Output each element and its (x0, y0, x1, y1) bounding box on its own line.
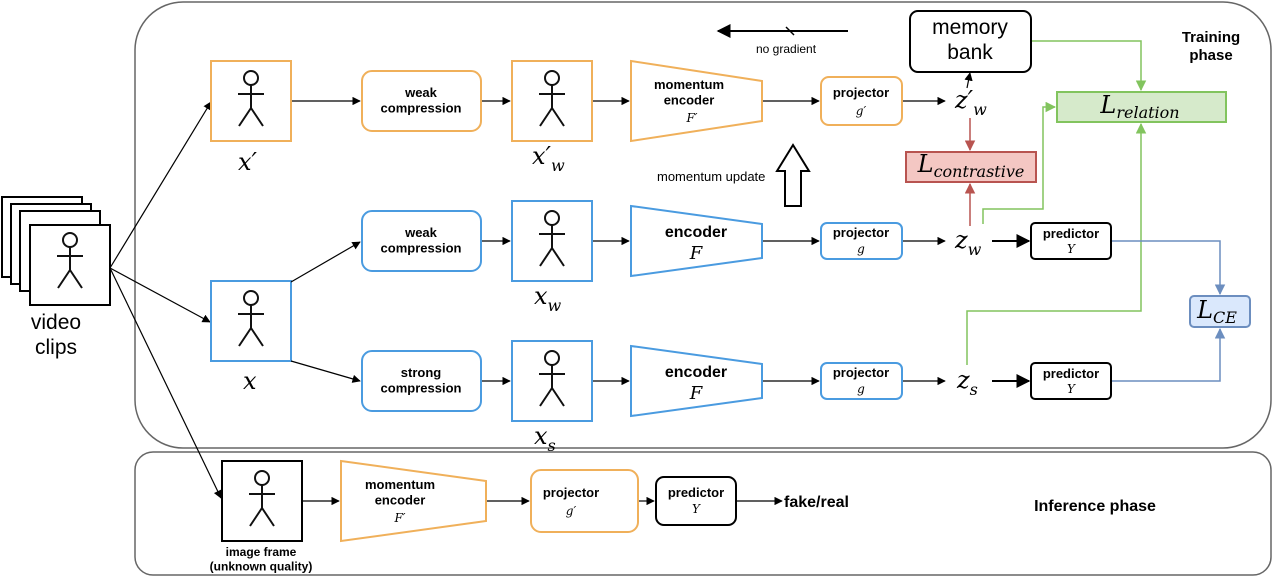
x-s-label: xs (534, 422, 556, 455)
ce-loss-box (1189, 295, 1251, 328)
momentum-encoder-shape (630, 59, 763, 143)
predictor-box-strong (1030, 362, 1112, 400)
z-s-label: zs (956, 366, 978, 399)
arrow-z-s-to-relation (966, 122, 1147, 365)
encoder-symbol-strong: F (689, 383, 704, 404)
encoder-symbol-weak: F (689, 243, 704, 264)
x-w-prime-frame (511, 60, 593, 142)
weak-compression-box (361, 210, 482, 272)
projector-symbol-strong: g (857, 382, 865, 396)
arrow-clips-to-x (109, 267, 211, 323)
projector-box-weak (820, 222, 903, 260)
training-phase-panel (134, 1, 1272, 449)
x-w-prime-label: x′w (532, 142, 565, 175)
inference-predictor-label: predictor (668, 485, 724, 500)
z-w-label: zw (954, 226, 982, 259)
arrow-z-w-prime-to-memory-bank (964, 72, 973, 89)
predictor-symbol-weak: Y (1067, 242, 1076, 256)
strong-compression-box (361, 350, 482, 412)
momentum-encoder-symbol: F′ (685, 111, 697, 125)
weak-compression-box-momentum (361, 70, 482, 132)
stacked-frames-icon (1, 196, 111, 306)
predictor-symbol-strong: Y (1067, 382, 1076, 396)
predictor-label-strong: predictor (1043, 366, 1099, 381)
hollow-up-arrow-icon (775, 143, 811, 207)
arrow-x-to-weak (290, 241, 361, 283)
arrow-x-to-strong (290, 360, 361, 383)
inference-projector-box (530, 469, 639, 533)
no-gradient-slash (785, 26, 795, 36)
projector-box-strong (820, 362, 903, 400)
x-w-label: xw (534, 282, 562, 315)
inference-phase-label: Inference phase (1034, 498, 1156, 515)
x-label: x (243, 367, 257, 395)
arrow-memory-bank-to-relation (1032, 40, 1147, 92)
arrow-predictor-strong-to-ce (1112, 327, 1226, 382)
memory-bank-box (909, 10, 1032, 73)
x-prime-label: x′ (238, 148, 258, 176)
output-label: fake/real (784, 494, 849, 511)
contrastive-loss-label: Lcontrastive (917, 150, 1025, 181)
projector-box-momentum (820, 76, 903, 126)
projector-label-momentum: projector (833, 85, 889, 100)
contrastive-loss-box (905, 151, 1037, 183)
ce-loss-label: LCE (1196, 296, 1237, 327)
inference-momentum-encoder-shape (340, 459, 487, 543)
inference-phase-panel (134, 451, 1272, 576)
inference-predictor-box (655, 476, 737, 526)
inference-projector-label: projector (543, 485, 599, 500)
inference-predictor-symbol: Y (692, 502, 701, 516)
projector-symbol-weak: g (857, 242, 865, 256)
inference-projector-symbol: g′ (566, 504, 577, 518)
arrow-clips-to-x-prime (109, 101, 212, 269)
relation-loss-label: Lrelation (1099, 91, 1179, 122)
projector-label-strong: projector (833, 365, 889, 380)
image-frame-label: image frame(unknown quality) (210, 545, 313, 573)
projector-label-weak: projector (833, 225, 889, 240)
encoder-shape-weak (630, 204, 763, 278)
arrow-predictor-weak-to-ce (1112, 240, 1226, 296)
arrow-z-w-to-relation (982, 101, 1057, 224)
inference-momentum-encoder-symbol: F′ (393, 511, 405, 525)
arrow-clips-to-image-frame (109, 267, 222, 499)
encoder-label-strong: encoder (665, 364, 727, 381)
momentum-update-label: momentum update (657, 169, 765, 184)
projector-symbol-momentum: g′ (856, 104, 867, 118)
predictor-box-weak (1030, 222, 1112, 260)
predictor-label-weak: predictor (1043, 226, 1099, 241)
z-w-prime-label: z′w (954, 86, 987, 119)
encoder-shape-strong (630, 344, 763, 418)
encoder-label-weak: encoder (665, 224, 727, 241)
no-gradient-label: no gradient (756, 42, 817, 56)
relation-loss-box (1056, 91, 1227, 123)
